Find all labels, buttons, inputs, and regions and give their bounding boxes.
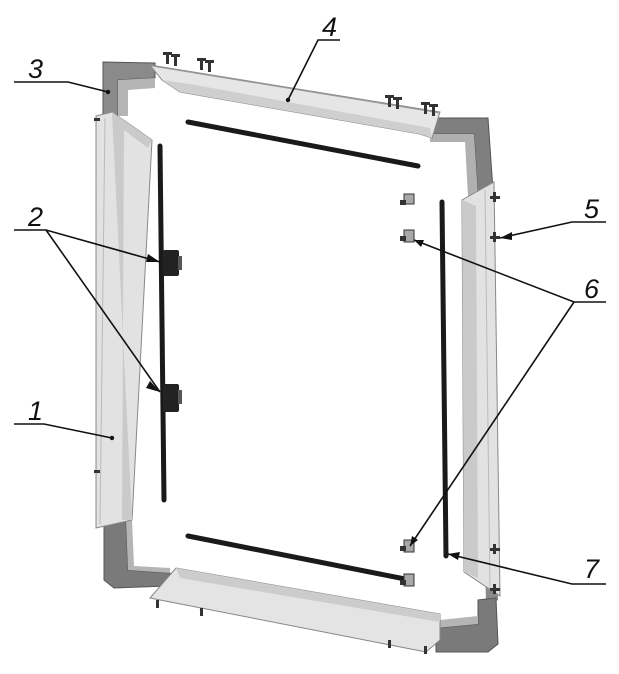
bracket-3 <box>400 539 415 553</box>
left-side-panel <box>94 111 153 529</box>
callout-3: 3 <box>28 54 43 84</box>
frame-corner-top-right <box>429 117 494 197</box>
rod-bottom <box>185 533 413 583</box>
leader-1 <box>14 423 113 439</box>
top-cover <box>148 52 441 139</box>
leader-arrowheads <box>105 89 512 560</box>
bottom-cover <box>149 567 441 654</box>
right-side-panel <box>461 181 501 597</box>
leader-4 <box>287 39 340 101</box>
bracket-4 <box>400 573 415 587</box>
hinge-lower <box>163 384 179 412</box>
leader-2-b <box>45 229 161 393</box>
brackets <box>400 193 415 587</box>
callout-7: 7 <box>584 554 600 584</box>
leader-6-b <box>409 301 575 547</box>
callout-5: 5 <box>584 194 600 224</box>
hinges <box>163 250 182 412</box>
frame-corner-bottom-left <box>103 519 171 589</box>
leader-5 <box>499 221 606 239</box>
callout-4: 4 <box>322 12 337 42</box>
leader-7 <box>447 553 606 585</box>
callout-1: 1 <box>28 396 43 426</box>
bracket-1 <box>400 193 415 205</box>
hinge-upper <box>163 250 179 276</box>
leader-3 <box>14 81 109 93</box>
rod-left <box>157 143 167 503</box>
bracket-2 <box>400 229 415 243</box>
callout-2: 2 <box>27 202 43 232</box>
rods <box>157 119 449 583</box>
leader-lines <box>14 39 606 585</box>
rod-top <box>185 119 421 169</box>
callout-6: 6 <box>584 274 600 304</box>
rod-right-item-7 <box>439 199 449 559</box>
